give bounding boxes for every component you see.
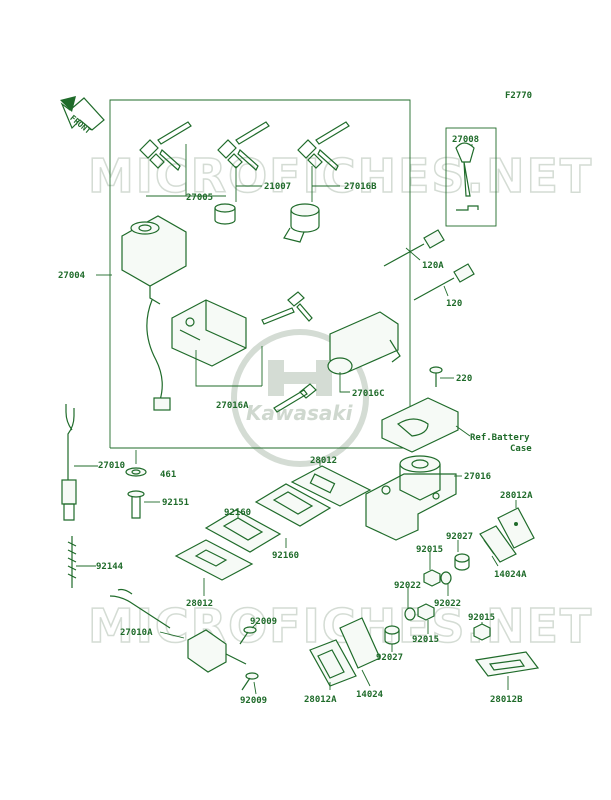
spring-92144	[67, 536, 77, 588]
label-461: 461	[160, 470, 176, 480]
label-92027-a: 92027	[446, 532, 473, 542]
washer-461	[125, 467, 147, 477]
gasket-92160-b	[254, 483, 332, 527]
label-ref-battery-line1: Ref.Battery	[470, 433, 530, 443]
label-92160-a: 92160	[224, 508, 251, 518]
key-27016C	[273, 383, 317, 413]
brand-text: Kawasaki	[246, 401, 354, 425]
brand-watermark: Kawasaki	[231, 329, 369, 467]
bracket-27016	[365, 455, 457, 541]
label-92022-b: 92022	[434, 599, 461, 609]
ignition-switch-27004	[121, 215, 187, 411]
cap-21007	[214, 203, 236, 225]
nut-92015-c	[473, 623, 491, 641]
screw-92009-b	[241, 672, 259, 691]
label-27005: 27005	[186, 193, 213, 203]
reflector-28012B	[474, 651, 540, 677]
label-92144: 92144	[96, 562, 124, 572]
leader-lines	[74, 144, 517, 695]
label-27016: 27016	[464, 472, 491, 482]
bracket-14024	[339, 617, 381, 669]
bracket-14024A	[479, 525, 517, 563]
label-28012-top: 28012	[310, 456, 337, 466]
key-set-27016B	[297, 121, 350, 171]
lock-27016B	[283, 203, 320, 243]
label-27016B: 27016B	[344, 182, 377, 192]
label-120: 120	[446, 299, 462, 309]
bolt-120A	[383, 229, 445, 267]
label-27016C: 27016C	[352, 389, 385, 399]
label-28012B: 28012B	[490, 695, 523, 705]
battery-case-plate	[381, 397, 459, 453]
key-27008	[455, 142, 479, 211]
assembly-box	[109, 99, 411, 449]
label-28012-bottom: 28012	[186, 599, 213, 609]
label-92015-a: 92015	[416, 545, 443, 555]
label-92009-a: 92009	[250, 617, 277, 627]
label-220: 220	[456, 374, 472, 384]
label-ref-battery-line2: Case	[510, 444, 532, 454]
reflector-28012-top	[290, 465, 372, 507]
label-92015-b: 92015	[412, 635, 439, 645]
watermark-top: MICROFICHES.NET	[88, 149, 593, 203]
keys-27016A	[261, 291, 313, 325]
label-14024A: 14024A	[494, 570, 527, 580]
switch-27010A	[109, 588, 247, 673]
spacer-92027-a	[454, 553, 470, 571]
label-120A: 120A	[422, 261, 444, 271]
label-92160-b: 92160	[272, 551, 299, 561]
label-28012A-top: 28012A	[500, 491, 533, 501]
label-92027-b: 92027	[376, 653, 403, 663]
label-27004: 27004	[58, 271, 86, 281]
screw-92009-a	[239, 626, 257, 645]
nut-92015-a	[423, 569, 441, 587]
front-arrow-icon: FRONT	[60, 96, 105, 136]
gasket-92160-a	[204, 509, 282, 553]
screw-220	[429, 366, 443, 387]
reflector-28012-bottom	[174, 539, 254, 581]
bolt-92151	[127, 490, 145, 519]
reflector-28012A-top	[497, 507, 535, 549]
spacer-92027-b	[384, 625, 400, 645]
washer-92022-a	[440, 571, 452, 585]
label-27008: 27008	[452, 135, 479, 145]
harness-27010	[61, 404, 77, 521]
label-28012A-bottom: 28012A	[304, 695, 337, 705]
label-92009-b: 92009	[240, 696, 267, 706]
reflector-28012A-bottom	[309, 639, 357, 687]
label-14024: 14024	[356, 690, 384, 700]
figure-code: F2770	[505, 91, 532, 101]
lock-27016C	[327, 311, 401, 375]
label-27010: 27010	[98, 461, 125, 471]
label-21007: 21007	[264, 182, 291, 192]
watermark-bottom: MICROFICHES.NET	[88, 599, 593, 653]
key-set-21007	[217, 121, 270, 171]
seat-lock-27016A	[171, 299, 247, 367]
label-92151: 92151	[162, 498, 189, 508]
key-set-27005	[139, 121, 192, 171]
key-box	[445, 127, 497, 227]
label-92022-a: 92022	[394, 581, 421, 591]
label-27010A: 27010A	[120, 628, 153, 638]
nut-92015-b	[417, 603, 435, 621]
label-92015-c: 92015	[468, 613, 495, 623]
bolt-120	[413, 263, 475, 301]
washer-92022-b	[404, 607, 416, 621]
label-27016A: 27016A	[216, 401, 249, 411]
